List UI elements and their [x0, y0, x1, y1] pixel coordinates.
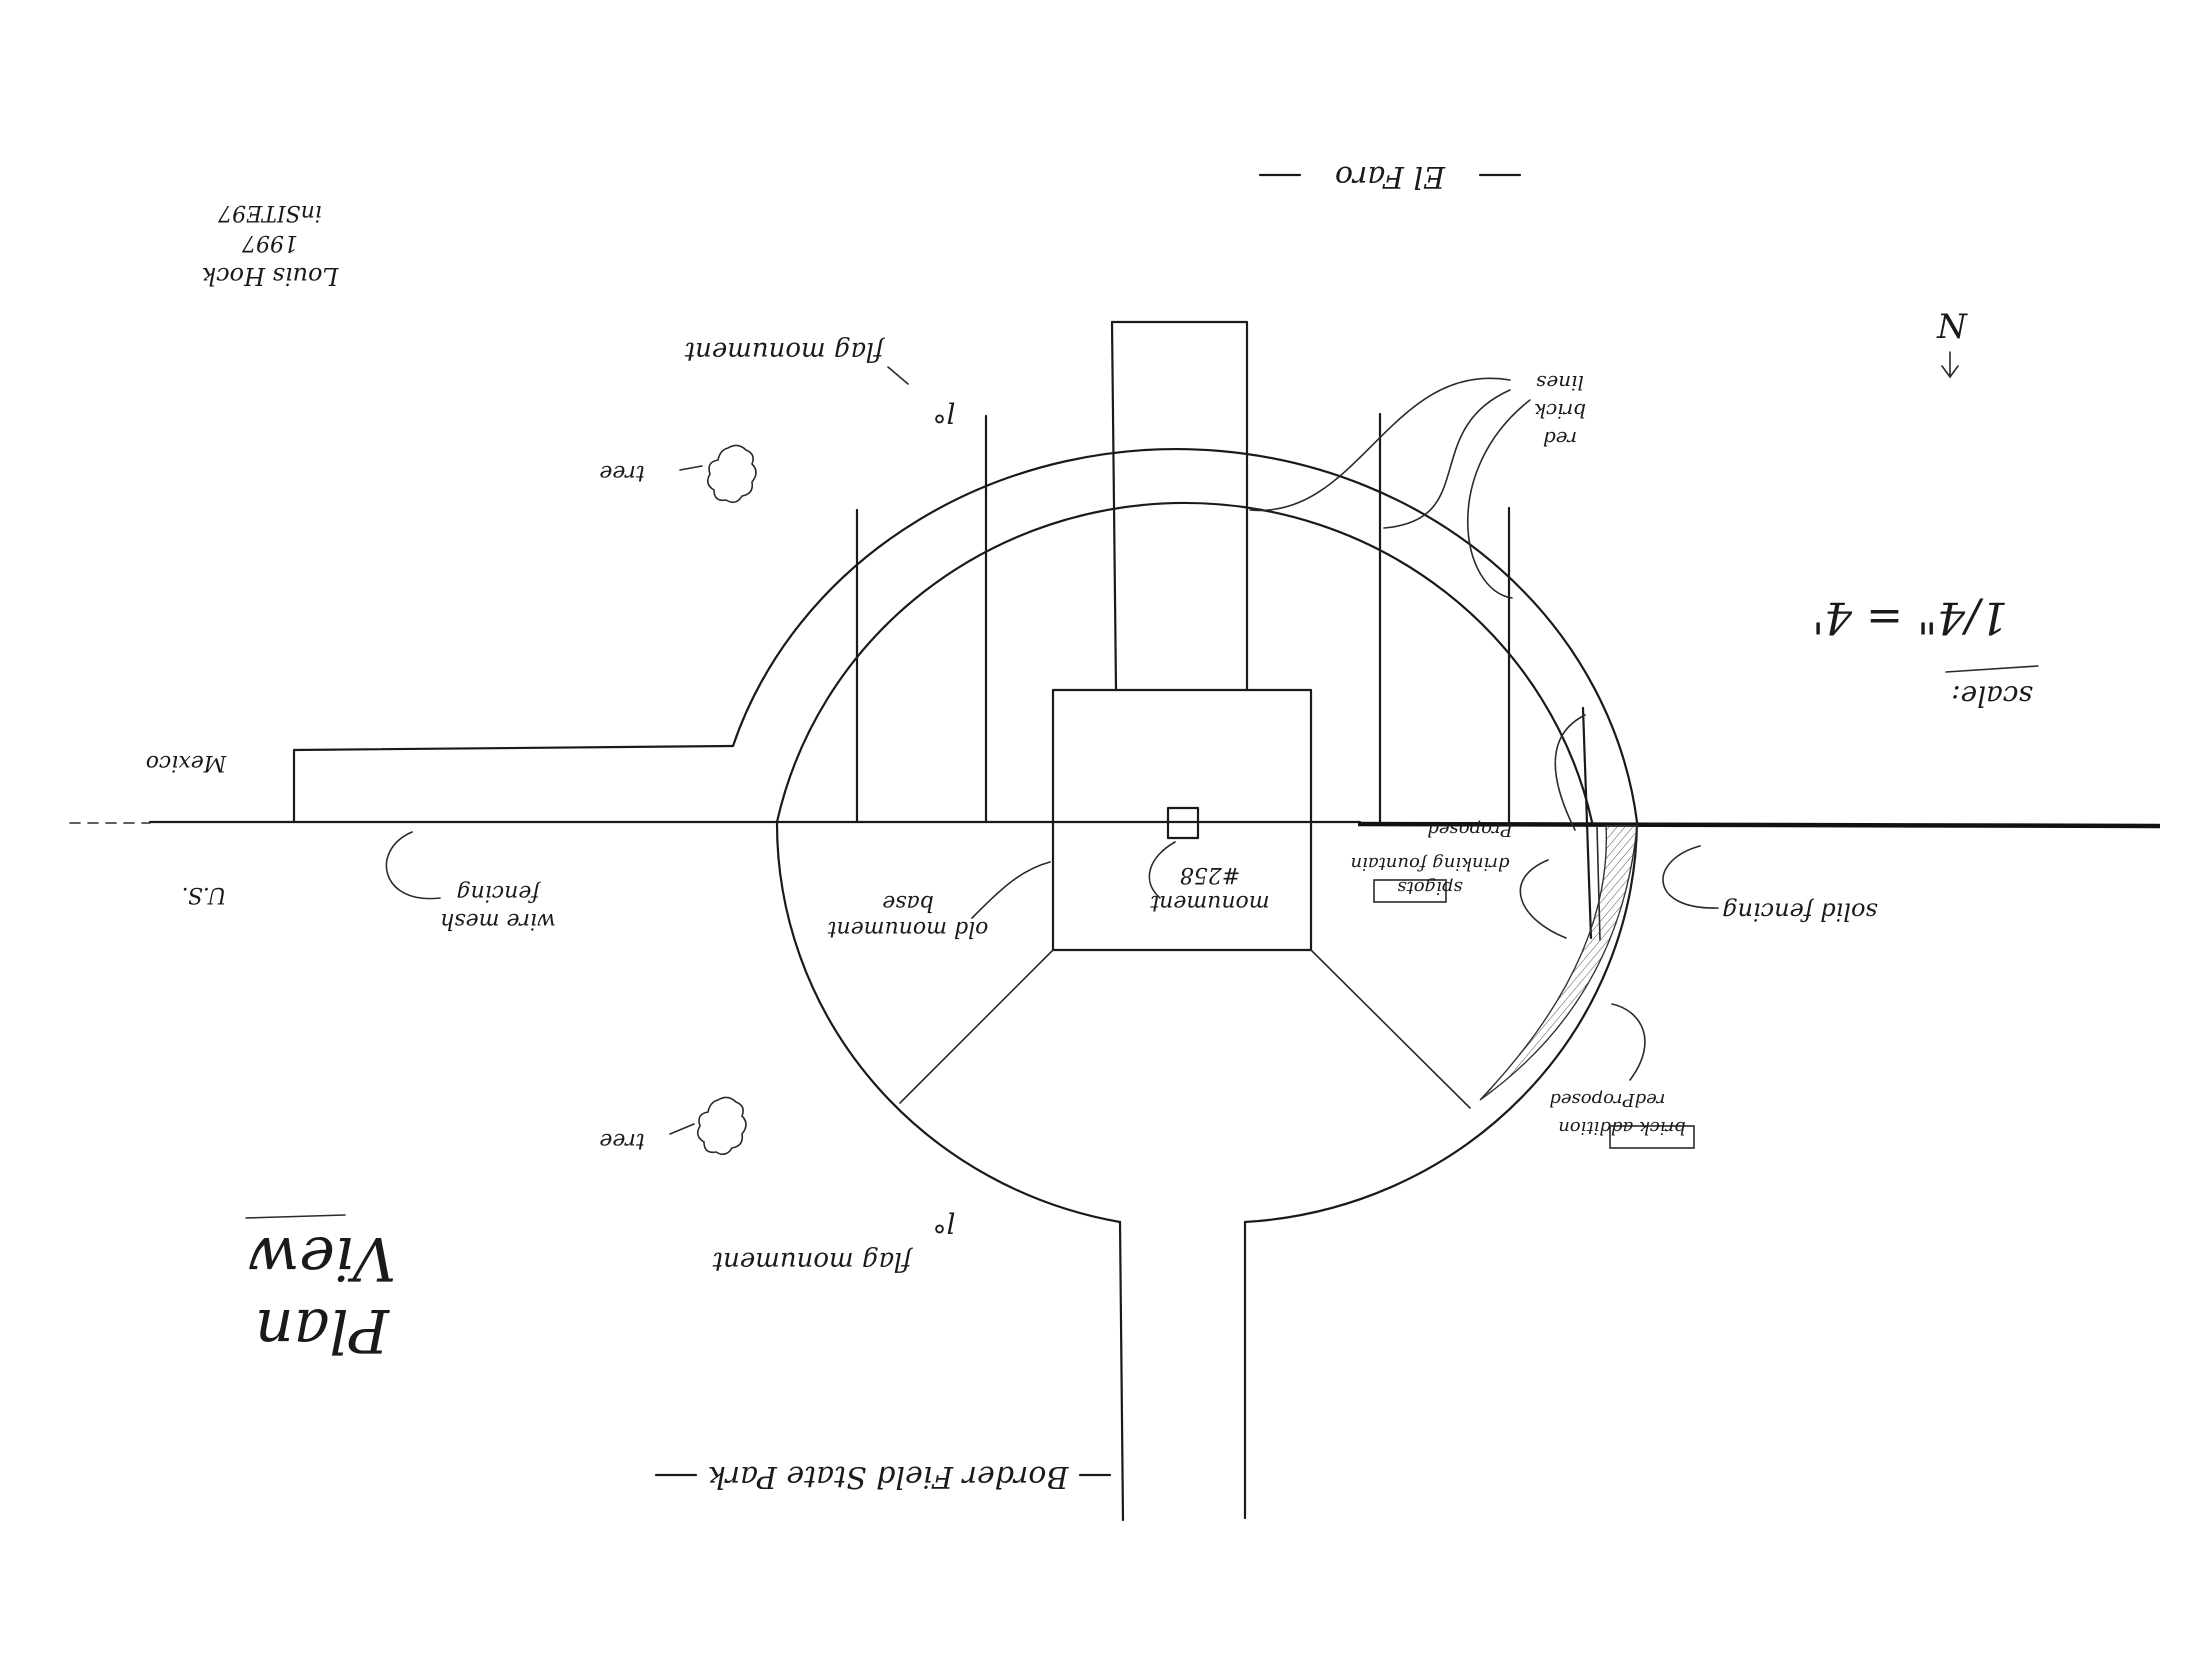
wire-mesh-leader [385, 831, 441, 900]
north-arrow [1941, 351, 1959, 379]
us-label: U.S. [182, 882, 227, 907]
monument-leader [1148, 841, 1176, 899]
monument-label-2: #258 [1180, 862, 1240, 887]
plaza-lower-arc-east [1243, 820, 1639, 1224]
plan-view-view: View [248, 1223, 396, 1293]
solid-fencing-label: solid fencing [1722, 898, 1878, 926]
annotation-leaders [245, 173, 2039, 1477]
old-base-label-1: old monument [828, 916, 989, 941]
plaza-inner-arc [775, 501, 1594, 824]
scale-label: scale: [1951, 680, 2033, 713]
tree-bottom-leader [669, 1123, 695, 1135]
handwritten-labels: Louis Hock 1997 inSITE97 N El Faro scale… [146, 159, 2033, 1494]
flag-monument-top-label: flag monument [684, 336, 885, 366]
proposed-fountain-label-2: drinking fountain [1351, 853, 1510, 874]
wire-mesh-label-2: fencing [457, 880, 542, 905]
border-field-label: Border Field State Park [708, 1459, 1070, 1494]
author-year: 1997 [242, 230, 298, 255]
proposed-brick-label-1: Proposed [1549, 1089, 1635, 1110]
tree-top-label: tree [599, 460, 644, 485]
proposed-brick-addition [1479, 825, 1638, 1101]
author-name: Louis Hock [202, 262, 340, 290]
red-brick-leader-2 [1383, 389, 1511, 529]
tree-bottom-label: tree [599, 1128, 644, 1153]
mexico-wall-step [292, 744, 735, 824]
red-brick-label-3: lines [1536, 371, 1584, 395]
wire-mesh-label-1: wire mesh [440, 908, 556, 933]
plaza-lower-arc-west [775, 820, 1122, 1224]
flag-monument-bottom-mark: l° [933, 1206, 956, 1239]
mexico-label: Mexico [146, 750, 228, 775]
red-brick-leader-3 [1467, 399, 1531, 599]
plan-view-underline [245, 1214, 346, 1219]
old-monument-base [1051, 688, 1313, 952]
proposed-brick-label-3: brick addition [1558, 1117, 1686, 1138]
proposed-fountain-label-3: spigots [1397, 877, 1462, 898]
author-event: inSITE97 [218, 200, 322, 225]
old-base-label-2: base [882, 890, 934, 915]
flag-monument-top-mark: l° [933, 396, 956, 429]
el-faro-label: El Faro [1335, 159, 1446, 194]
fountain-leader [1554, 714, 1586, 831]
proposed-brick-label-2: red [1635, 1089, 1666, 1110]
flag-monument-bottom-label: flag monument [712, 1246, 913, 1276]
plaza-outer-arc [731, 447, 1639, 824]
scale-underline [1945, 665, 2039, 673]
proposed-box-brick [1609, 1125, 1695, 1149]
solid-fence-leader [1662, 845, 1719, 909]
site-plan-drawing [69, 320, 2161, 1522]
diagonal-west [899, 949, 1054, 1104]
tree-bottom [696, 1096, 747, 1156]
red-brick-leader-1 [1249, 377, 1511, 512]
proposed-brick-leader [1611, 1003, 1646, 1081]
fountain-post [1581, 706, 1593, 940]
monument-label-1: monument [1150, 890, 1269, 915]
north-walkway [1110, 320, 1249, 692]
proposed-box-fountain [1373, 879, 1447, 903]
red-brick-label-2: brick [1534, 399, 1586, 423]
monument-258 [1166, 806, 1200, 840]
red-brick-label-1: red [1543, 427, 1577, 451]
plan-view-plan: Plan [255, 1295, 390, 1365]
border-solid-fence [1357, 821, 2161, 829]
fountain-label-leader [1519, 859, 1567, 939]
proposed-fountain-label-1: Proposed [1427, 819, 1513, 840]
flag-top-leader [887, 366, 909, 385]
tree-top [706, 444, 757, 504]
diagonal-east [1310, 949, 1471, 1109]
scale-value: 1/4" = 4' [1812, 592, 2008, 643]
north-label: N [1936, 307, 1968, 347]
tree-top-leader [679, 465, 703, 471]
old-base-leader [971, 861, 1051, 919]
south-path-west [1118, 1220, 1125, 1522]
